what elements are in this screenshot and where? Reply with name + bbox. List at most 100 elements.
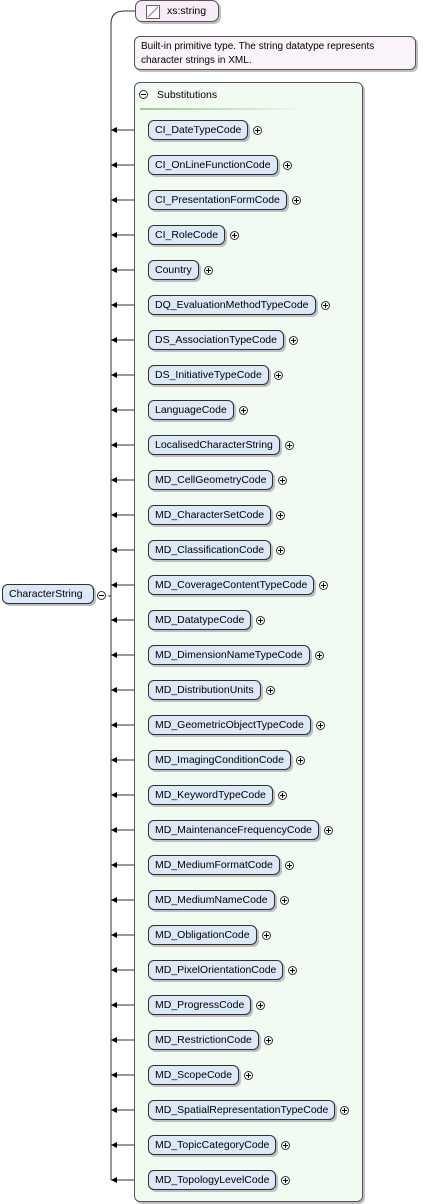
expand-icon[interactable] [315,651,324,660]
substitution-item[interactable]: DQ_EvaluationMethodTypeCode [148,295,316,315]
substitution-item[interactable]: MD_DimensionNameTypeCode [148,645,310,665]
expand-icon[interactable] [281,1141,290,1150]
base-type-node[interactable]: xs:string [135,0,219,22]
arrowhead-icon [111,477,117,483]
expand-icon[interactable] [239,406,248,415]
substitution-item[interactable]: LanguageCode [148,400,234,420]
expand-icon[interactable] [316,721,325,730]
arrowhead-icon [111,827,117,833]
substitution-item[interactable]: MD_CoverageContentTypeCode [148,575,315,595]
substitutions-divider [140,108,308,110]
expand-icon[interactable] [278,476,287,485]
simple-type-icon [146,5,160,19]
substitution-item[interactable]: MD_MaintenanceFrequencyCode [148,820,320,840]
arrowhead-icon [111,512,117,518]
base-type-label: xs:string [167,5,207,17]
arrowhead-icon [111,442,117,448]
arrowhead-icon [111,337,117,343]
arrowhead-icon [111,267,117,273]
substitution-item[interactable]: MD_CellGeometryCode [148,470,274,490]
expand-icon[interactable] [256,1001,265,1010]
expand-icon[interactable] [283,161,292,170]
expand-icon[interactable] [289,336,298,345]
substitution-item[interactable]: MD_TopologyLevelCode [148,1170,277,1190]
expand-icon[interactable] [281,1176,290,1185]
substitution-item[interactable]: MD_MediumNameCode [148,890,275,910]
expand-icon[interactable] [296,756,305,765]
substitution-item[interactable]: CI_RoleCode [148,225,226,245]
arrowhead-icon [111,547,117,553]
expand-icon[interactable] [262,931,271,940]
arrowhead-icon [111,722,117,728]
arrowhead-icon [111,1177,117,1183]
substitution-item[interactable]: MD_ScopeCode [148,1065,240,1085]
substitution-item[interactable]: MD_DistributionUnits [148,680,261,700]
arrowhead-icon [111,407,117,413]
expand-icon[interactable] [274,371,283,380]
arrowhead-icon [111,127,117,133]
expand-icon[interactable] [319,581,328,590]
expand-icon[interactable] [253,126,262,135]
expand-icon[interactable] [285,441,294,450]
arrowhead-icon [111,757,117,763]
substitution-item[interactable]: DS_InitiativeTypeCode [148,365,269,385]
arrowhead-icon [111,232,117,238]
expand-icon[interactable] [264,1036,273,1045]
substitution-item[interactable]: CI_DateTypeCode [148,120,249,140]
root-collapse-icon[interactable] [97,591,106,600]
expand-icon[interactable] [285,861,294,870]
substitution-item[interactable]: CI_PresentationFormCode [148,190,287,210]
substitution-item[interactable]: MD_ProgressCode [148,995,252,1015]
arrowhead-icon [111,372,117,378]
substitution-item[interactable]: MD_PixelOrientationCode [148,960,284,980]
arrowhead-icon [111,617,117,623]
arrowhead-icon [111,582,117,588]
documentation-note: Built-in primitive type. The string data… [134,36,416,70]
substitution-item[interactable]: MD_TopicCategoryCode [148,1135,277,1155]
arrowhead-icon [111,652,117,658]
arrowhead-icon [111,197,117,203]
expand-icon[interactable] [340,1106,349,1115]
substitutions-title: Substitutions [157,89,218,101]
expand-icon[interactable] [280,896,289,905]
substitution-item[interactable]: MD_KeywordTypeCode [148,785,273,805]
substitution-item[interactable]: MD_SpatialRepresentationTypeCode [148,1100,336,1120]
substitution-item[interactable]: MD_CharacterSetCode [148,505,272,525]
expand-icon[interactable] [244,1071,253,1080]
arrowhead-icon [111,1072,117,1078]
expand-icon[interactable] [288,966,297,975]
expand-icon[interactable] [278,791,287,800]
substitution-item[interactable]: DS_AssociationTypeCode [148,330,284,350]
substitution-item[interactable]: MD_ClassificationCode [148,540,272,560]
substitutions-collapse-icon[interactable] [139,90,148,99]
arrowhead-icon [111,792,117,798]
arrowhead-icon [111,967,117,973]
expand-icon[interactable] [321,301,330,310]
arrowhead-icon [111,1142,117,1148]
arrowhead-icon [111,862,117,868]
substitution-item[interactable]: MD_GeometricObjectTypeCode [148,715,311,735]
expand-icon[interactable] [266,686,275,695]
expand-icon[interactable] [230,231,239,240]
substitution-item[interactable]: Country [148,260,199,280]
substitution-item[interactable]: MD_DatatypeCode [148,610,252,630]
root-node-characterstring[interactable]: CharacterString [2,584,94,604]
arrowhead-icon [111,932,117,938]
substitution-item[interactable]: MD_ImagingConditionCode [148,750,291,770]
expand-icon[interactable] [276,511,285,520]
expand-icon[interactable] [204,266,213,275]
arrowhead-icon [111,1037,117,1043]
substitution-item[interactable]: CI_OnLineFunctionCode [148,155,278,175]
arrowhead-icon [111,1107,117,1113]
expand-icon[interactable] [324,826,333,835]
expand-icon[interactable] [256,616,265,625]
substitution-item[interactable]: MD_MediumFormatCode [148,855,280,875]
arrowhead-icon [111,897,117,903]
expand-icon[interactable] [276,546,285,555]
substitution-item[interactable]: LocalisedCharacterString [148,435,280,455]
expand-icon[interactable] [292,196,301,205]
arrowhead-icon [111,302,117,308]
arrowhead-icon [111,687,117,693]
substitution-item[interactable]: MD_RestrictionCode [148,1030,259,1050]
substitution-item[interactable]: MD_ObligationCode [148,925,257,945]
